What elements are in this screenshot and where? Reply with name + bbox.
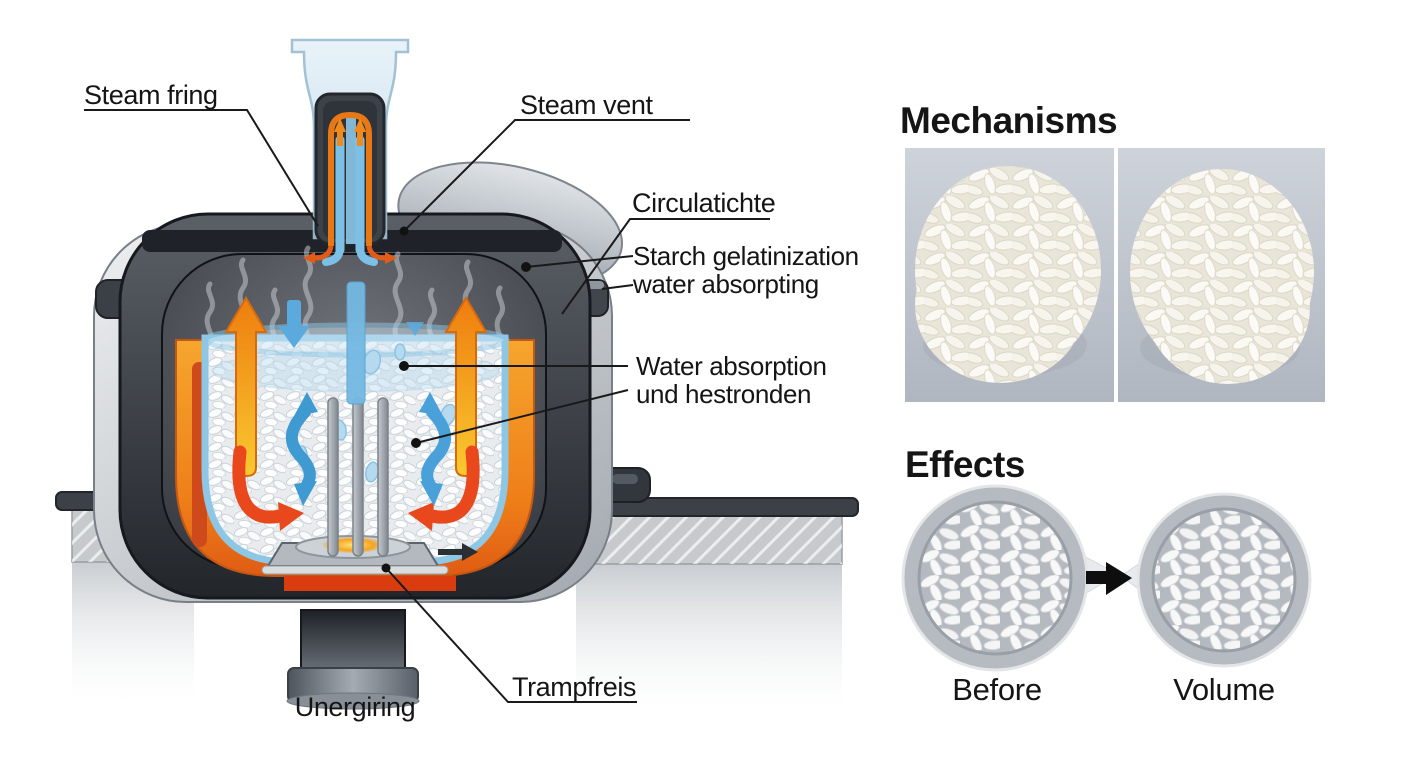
- steam-down-arrow-head: [278, 326, 310, 348]
- pedestal-foot: [286, 692, 420, 710]
- effect-bowl-after-rice: [1151, 507, 1297, 653]
- steam-chevron: [406, 322, 424, 336]
- steam-chimney: [290, 38, 410, 266]
- leader-dot-water: [399, 361, 409, 371]
- effects-title: Effects: [905, 444, 1025, 485]
- label-starch-line2: water absorpting: [632, 269, 819, 299]
- vent-curl-right-head: [385, 252, 397, 264]
- heater-tray: [261, 565, 449, 575]
- volume-label: Volume: [1173, 672, 1275, 707]
- counter-latch-groove: [612, 474, 638, 484]
- heat-curl-head-left: [278, 502, 304, 531]
- rice-pile-right-lower: [1146, 232, 1310, 384]
- mechanisms-panel: Mechanisms: [900, 100, 1325, 402]
- pedestal-stem: [300, 609, 406, 677]
- transform-arrow-shaft: [1086, 571, 1106, 584]
- vent-center-channel: [346, 118, 356, 244]
- leader-absorpting: [601, 284, 634, 290]
- leader-steam-vent: [403, 119, 690, 232]
- heating-element-red: [284, 576, 456, 591]
- vent-curl-left-head: [303, 252, 315, 264]
- leader-hestronden: [415, 389, 629, 444]
- effect-bowl-before-rice: [917, 500, 1073, 656]
- transform-arrow-head: [1106, 562, 1132, 595]
- steam-down-arrow-shaft: [287, 300, 301, 328]
- leader-starch: [525, 255, 634, 268]
- vent-up-arrow-left-head: [334, 118, 346, 132]
- flow-direction-arrow: [438, 543, 478, 561]
- counter-face-right: [576, 564, 842, 710]
- leader-steam-fring: [84, 109, 319, 227]
- effects-panel: Effects Before Volume: [901, 444, 1312, 707]
- counter-hatch-right: [576, 516, 842, 564]
- leader-dot-trampfreis: [381, 563, 391, 573]
- vent-splay-right: [356, 244, 378, 266]
- label-water-line1: Water absorption: [636, 351, 827, 381]
- vent-up-arrow-right-head: [354, 118, 366, 132]
- stirrer-rods: [327, 397, 389, 557]
- label-steam-vent: Steam vent: [520, 90, 653, 120]
- label-trampfreis: Trampfreis: [512, 672, 636, 702]
- heat-curl-arrow-right: [425, 445, 480, 524]
- circulation-head-right-top: [419, 392, 443, 416]
- mechanisms-title: Mechanisms: [900, 100, 1117, 141]
- pedestal: [286, 609, 420, 710]
- circulation-head-left-bottom: [294, 481, 317, 506]
- vent-splay-left: [322, 244, 344, 266]
- leader-dot-hestronden: [411, 438, 421, 448]
- center-steam-column: [346, 281, 366, 405]
- label-unergiring: Unergiring: [295, 692, 416, 722]
- leader-circulatichte: [561, 218, 770, 315]
- rice-pile-left-lower: [915, 227, 1085, 383]
- label-steam-fring: Steam fring: [84, 80, 218, 110]
- leader-lines: [84, 109, 770, 703]
- countertop-right: [575, 467, 859, 710]
- vent-up-arrow-right-shaft: [357, 132, 363, 146]
- leader-dot-starch: [521, 262, 531, 272]
- leader-dot-steam-vent: [399, 226, 409, 236]
- flow-arrows: [224, 281, 488, 561]
- circulation-head-left-top: [294, 392, 318, 416]
- label-starch-line1: Starch gelatinization: [633, 241, 859, 271]
- vent-curl-left: [314, 245, 334, 261]
- label-water-line2: und hestronden: [636, 379, 811, 409]
- vent-up-arrow-left-shaft: [337, 132, 343, 146]
- circulation-head-right-bottom: [420, 481, 443, 506]
- vent-curl-right: [366, 245, 386, 261]
- heat-curl-head-right: [408, 502, 434, 531]
- label-circulatichte: Circulatichte: [632, 188, 775, 218]
- leader-trampfreis: [385, 567, 637, 703]
- circulation-arrow-right: [421, 406, 452, 494]
- vent-heat-channel: [328, 111, 372, 246]
- circulation-arrow-left: [285, 406, 316, 494]
- before-label: Before: [952, 672, 1042, 707]
- cooker-labels: Steam fring Steam vent Circulatichte Sta…: [84, 80, 859, 722]
- heat-curl-arrow-left: [232, 445, 287, 524]
